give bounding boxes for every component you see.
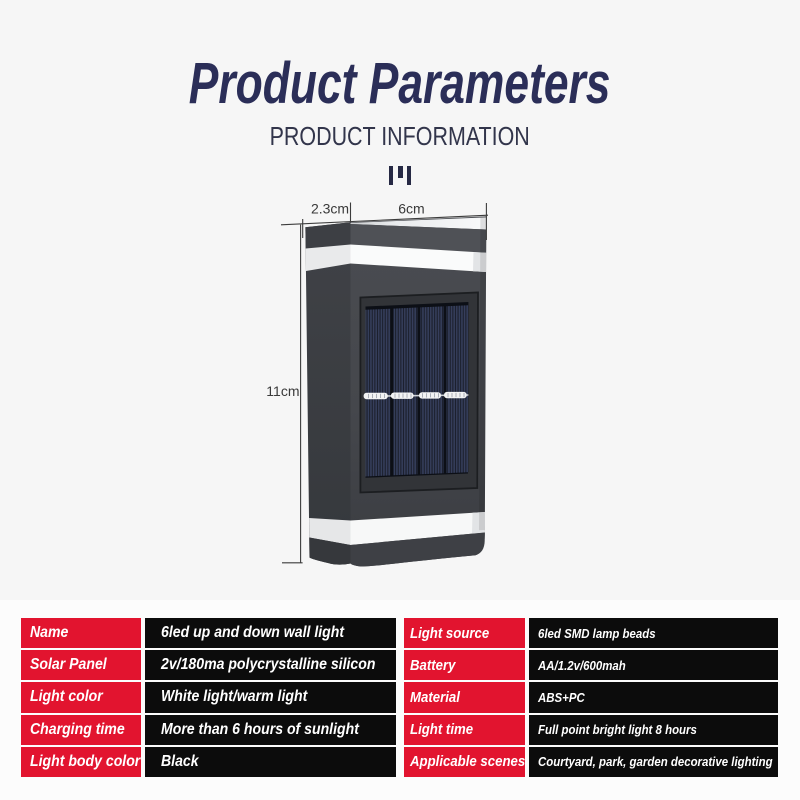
svg-text:6cm: 6cm [398,201,424,217]
svg-text:2.3cm: 2.3cm [311,201,349,217]
svg-text:11cm: 11cm [266,383,299,399]
